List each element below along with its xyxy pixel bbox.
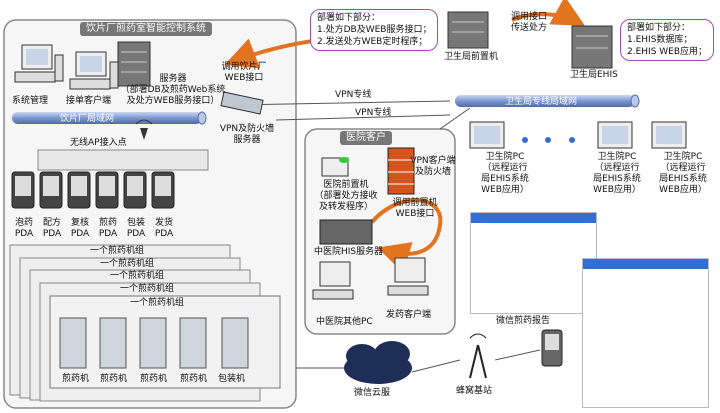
hospital-vpn-label: VPN客户端及防火墙 (410, 156, 456, 177)
machine-label-4: 煎药机 (180, 374, 208, 384)
bureau-call-api-label: 调用接口传送处方 (510, 12, 547, 33)
vpn-line-bottom (275, 114, 451, 121)
phone-icon (541, 329, 563, 367)
his-server-label: 中医院HIS服务器 (314, 247, 384, 257)
report-label: 微信煎药报告 (496, 316, 551, 326)
other-pc-label: 中医院其他PC (316, 317, 373, 327)
bureau-front-label: 卫生局前置机 (444, 52, 499, 62)
pda-icons (11, 149, 209, 209)
factory-server-icon (117, 41, 151, 87)
hospital-pc-icons (312, 257, 429, 300)
factory-firewall-label: VPN及防火墙服务器 (219, 124, 275, 145)
group-label-1: 一个煎药机组 (90, 246, 145, 256)
vpn-line-top (235, 100, 451, 106)
ehis-server-icon (571, 25, 613, 69)
wifi-label: 无线AP接入点 (70, 138, 127, 148)
tower-icon (469, 333, 487, 379)
dispense-pc-label: 发药客户端 (386, 310, 432, 320)
report-screenshot-2 (582, 258, 709, 408)
cloud-line-right (411, 359, 461, 373)
group-label-3: 一个煎药机组 (110, 271, 165, 281)
bureau-front-note: 部署如下部分：1.处方DB及WEB服务接口；2.发送处方WEB定时程序； (310, 9, 439, 51)
machine-label-3: 煎药机 (140, 374, 168, 384)
factory-lan-label: 饮片厂局域网 (60, 114, 115, 124)
arrow-to-bureau-front (511, 0, 585, 26)
group-label-5: 一个煎药机组 (130, 298, 185, 308)
group-label-4: 一个煎药机组 (120, 284, 175, 294)
hospital-title: 医院客户 (340, 131, 392, 145)
group-label-2: 一个煎药机组 (100, 259, 155, 269)
machine-label-5: 包装机 (218, 374, 246, 384)
ehis-note: 部署如下部分：1.EHIS数据库；2.EHIS WEB应用； (620, 19, 715, 61)
vpn-line-label-2: VPN专线 (355, 108, 392, 118)
machine-label-2: 煎药机 (100, 374, 128, 384)
order-pc-label: 接单客户端 (66, 96, 112, 106)
his-server-icon (319, 219, 373, 245)
hospital-front-icon (321, 157, 349, 177)
clinic-pc-icons (469, 121, 687, 149)
machine-label-1: 煎药机 (62, 374, 90, 384)
phone-line (494, 349, 541, 361)
ehis-label: 卫生局EHIS (570, 70, 618, 80)
wifi-icon (135, 119, 153, 140)
admin-pc-label: 系统管理 (12, 96, 49, 106)
factory-server-label: 服务器（部署DB及煎药Web系统及处方WEB服务接口） (120, 74, 226, 106)
order-pc-icon (69, 51, 119, 90)
factory-title: 饮片厂煎药室智能控制系统 (80, 22, 212, 36)
bureau-lan-label: 卫生局专线局域网 (505, 97, 578, 107)
cloud-label: 微信云服 (354, 388, 391, 398)
factory-lan-pipe (12, 111, 207, 125)
report-screenshot-1 (470, 212, 597, 314)
firewall-icon (220, 91, 264, 115)
hospital-to-lan (439, 107, 471, 130)
admin-pc-icon (14, 44, 64, 83)
bureau-front-server-icon (447, 11, 489, 49)
machine-icons (59, 317, 249, 369)
hospital-front-label: 医院前置机（部署处方接收及转发程序） (314, 180, 378, 212)
arrow-hospital-loop (370, 198, 443, 273)
bureau-lan-pipe (455, 94, 640, 108)
cloud-icon (344, 341, 412, 384)
base-label: 蜂窝基站 (456, 386, 493, 396)
vpn-line-label-1: VPN专线 (335, 90, 372, 100)
hospital-firewall-icon (387, 147, 415, 195)
